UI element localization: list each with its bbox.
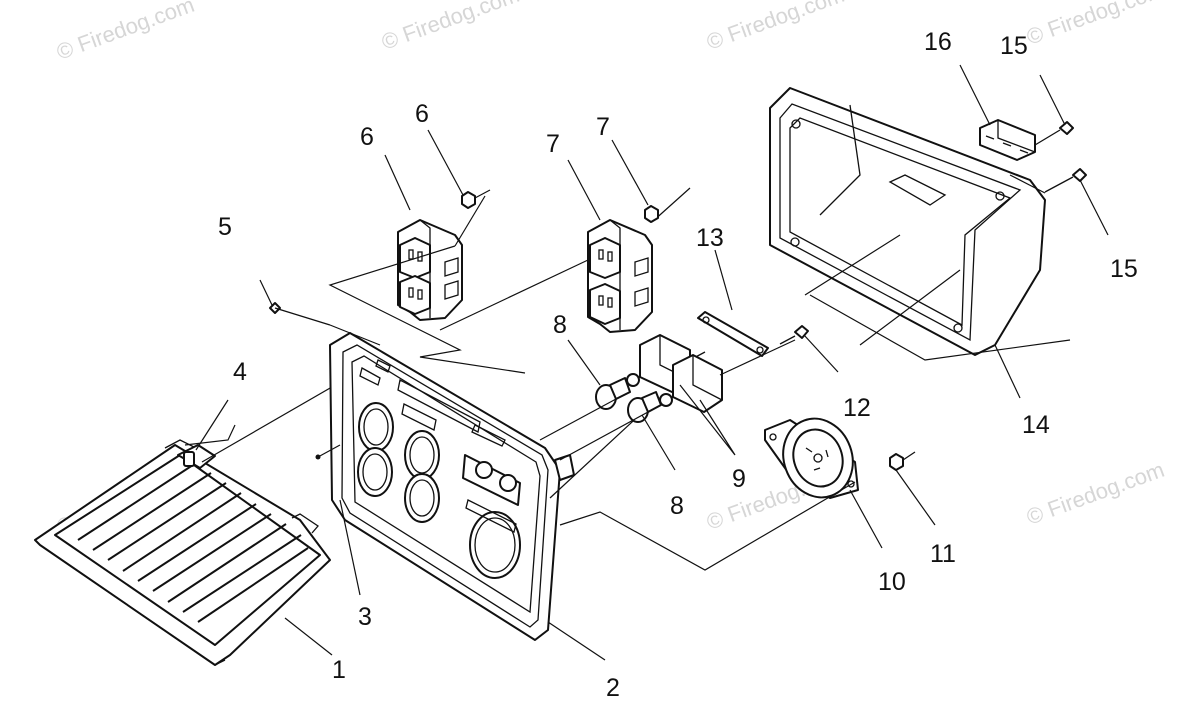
part-cover-grille (34, 439, 331, 666)
part-duplex-receptacle-left (328, 195, 526, 374)
callout-9: 9 (732, 465, 746, 493)
part-nut-11 (889, 451, 936, 526)
part-nut-left (461, 189, 491, 209)
callout-16: 16 (924, 28, 952, 56)
watermark: © Firedog.com (1023, 0, 1167, 50)
part-rear-box (769, 87, 1071, 399)
part-bus-bar (697, 311, 769, 357)
callout-7-right: 7 (596, 113, 610, 141)
callout-leaders (195, 129, 733, 661)
callout-1: 1 (332, 656, 346, 684)
callout-6-left: 6 (360, 123, 374, 151)
callout-6-right: 7 (546, 130, 560, 158)
part-screw-15-upper (1034, 74, 1074, 146)
callout-8-upper: 8 (553, 311, 567, 339)
callout-12: 12 (843, 394, 871, 422)
part-circuit-breaker-lower (659, 339, 796, 456)
part-control-panel (329, 332, 646, 641)
part-screw-15-lower (1009, 168, 1109, 236)
callout-15-lower: 15 (1110, 255, 1138, 283)
part-long-screw (269, 302, 381, 346)
callout-10: 10 (878, 568, 906, 596)
part-twist-lock-receptacle (559, 417, 883, 571)
callout-2: 2 (606, 674, 620, 702)
callout-15-upper: 15 (1000, 32, 1028, 60)
callout-labels: 1 2 3 4 5 6 6 7 7 8 8 9 10 11 12 13 14 1… (218, 28, 1138, 702)
callout-11: 11 (930, 540, 956, 568)
callout-14: 14 (1022, 411, 1050, 439)
part-screw-small (315, 444, 341, 460)
part-indicator-lamp-upper (539, 377, 631, 441)
part-duplex-receptacle-right (439, 187, 691, 333)
callout-5: 5 (218, 213, 232, 241)
part-indicator-lamp-lower (559, 391, 662, 461)
part-terminal-block (959, 64, 1036, 161)
watermark: © Firedog.com (703, 0, 847, 55)
callout-8-lower: 8 (670, 492, 684, 520)
watermark: © Firedog.com (53, 0, 197, 65)
callout-3: 3 (358, 603, 372, 631)
watermark: © Firedog.com (1023, 457, 1167, 530)
part-nut-right (644, 205, 659, 223)
watermark: © Firedog.com (378, 0, 522, 55)
callout-4: 4 (233, 358, 247, 386)
callout-13: 13 (696, 224, 724, 252)
callout-7-left: 6 (415, 100, 429, 128)
part-screw-12 (779, 325, 839, 373)
